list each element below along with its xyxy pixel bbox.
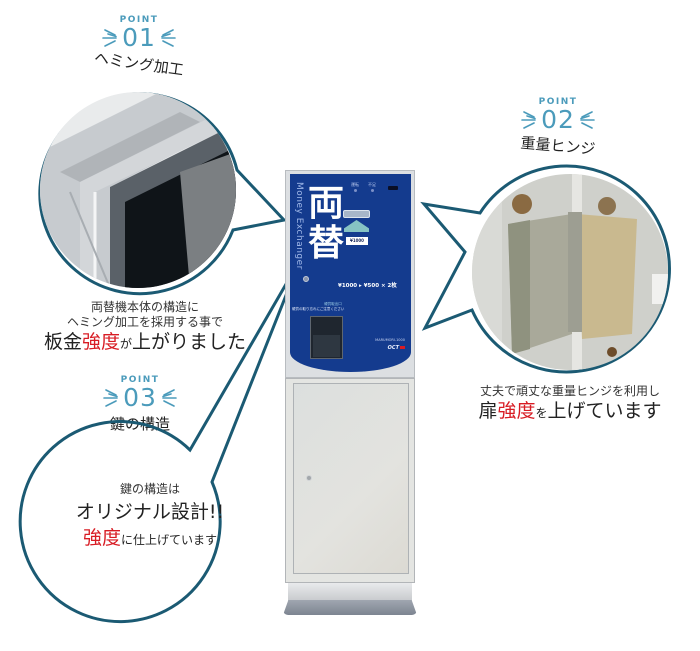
bill-insert-slot[interactable] bbox=[343, 210, 370, 218]
point-title: 重量ヒンジ bbox=[519, 133, 597, 159]
caption-headline: 扉強度を上げています bbox=[460, 399, 680, 425]
model-number: MARUMORI-1000 bbox=[375, 338, 405, 342]
coin-slot bbox=[388, 186, 398, 190]
led-indicator-shortage: 不足 bbox=[365, 182, 379, 192]
caption-highlight: 強度 bbox=[497, 400, 536, 422]
upper-cabinet: Money Exchanger 両 替 運転 不足 ¥1000 ¥1000 ▸ … bbox=[285, 170, 415, 378]
rays-left-icon bbox=[521, 111, 536, 129]
bubble-highlight: 強度 bbox=[82, 527, 121, 549]
coin-outlet-tray[interactable] bbox=[310, 316, 343, 359]
kanji-bottom: 替 bbox=[308, 223, 345, 264]
caption-particle: を bbox=[535, 406, 548, 420]
point-number: 01 bbox=[122, 23, 156, 52]
point-02-badge: POINT 02 重量ヒンジ bbox=[503, 97, 613, 158]
point-number: 02 bbox=[541, 105, 575, 134]
caption-text: 板金 bbox=[43, 331, 82, 353]
point-01-caption: 両替機本体の構造に ヘミング加工を採用する事で 板金強度が上がりました bbox=[30, 300, 260, 356]
key-lock-icon[interactable] bbox=[303, 276, 309, 282]
caption-highlight: 強度 bbox=[81, 331, 120, 353]
hinge-photo bbox=[472, 174, 668, 370]
point-03-bubble-text: 鍵の構造は オリジナル設計!! 強度に仕上げています bbox=[55, 482, 245, 552]
caption-text: 上げています bbox=[547, 400, 662, 422]
rays-left-icon bbox=[103, 389, 118, 407]
stand-base bbox=[283, 600, 417, 615]
caption-line: 両替機本体の構造に bbox=[90, 300, 199, 314]
stand-plinth bbox=[288, 583, 412, 601]
point-label: POINT bbox=[538, 97, 578, 107]
point-label: POINT bbox=[120, 375, 160, 385]
lower-door[interactable] bbox=[293, 383, 409, 574]
rays-left-icon bbox=[102, 29, 117, 47]
bubble-line: 鍵の構造は bbox=[119, 482, 180, 496]
led-indicator-operating: 運転 bbox=[348, 182, 362, 192]
rays-right-icon bbox=[162, 389, 177, 407]
front-panel: Money Exchanger 両 替 運転 不足 ¥1000 ¥1000 ▸ … bbox=[290, 174, 411, 372]
lower-cabinet bbox=[285, 378, 415, 583]
caption-text: 扉 bbox=[478, 400, 498, 422]
brand-logo: OCT bbox=[388, 345, 405, 351]
machine-kanji-label: 両 替 bbox=[308, 184, 348, 264]
coin-outlet-label: 硬貨取出口 bbox=[324, 302, 342, 306]
kanji-top: 両 bbox=[308, 183, 345, 224]
bubble-outline-02 bbox=[420, 164, 671, 374]
point-02-caption: 丈夫で頑丈な重量ヒンジを利用し 扉強度を上げています bbox=[460, 384, 680, 425]
bubble-strength-line: 強度に仕上げています bbox=[55, 526, 245, 552]
machine-vertical-label: Money Exchanger bbox=[294, 182, 304, 270]
caption-line: 丈夫で頑丈な重量ヒンジを利用し bbox=[479, 384, 660, 398]
point-number: 03 bbox=[123, 383, 157, 412]
coin-outlet-note: 硬貨の取り忘れにご注意ください bbox=[292, 307, 345, 311]
caption-text: 上がりました bbox=[132, 331, 247, 353]
rays-right-icon bbox=[580, 111, 595, 129]
bubble-headline: オリジナル設計!! bbox=[75, 501, 225, 523]
caption-particle: が bbox=[120, 337, 133, 351]
bubble-text: に仕上げています bbox=[121, 533, 218, 547]
door-lock-icon[interactable] bbox=[306, 475, 312, 481]
bill-label: ¥1000 bbox=[346, 237, 368, 245]
point-label: POINT bbox=[119, 15, 159, 25]
exchange-rate-text: ¥1000 ▸ ¥500 × 2枚 bbox=[338, 283, 397, 289]
point-01-badge: POINT 01 ヘミング加工 bbox=[84, 15, 194, 79]
money-exchanger-machine: Money Exchanger 両 替 運転 不足 ¥1000 ¥1000 ▸ … bbox=[283, 170, 417, 615]
rays-right-icon bbox=[161, 29, 176, 47]
bubble-outline-03 bbox=[18, 259, 302, 624]
caption-line: ヘミング加工を採用する事で bbox=[66, 315, 223, 329]
caption-headline: 板金強度が上がりました bbox=[30, 330, 260, 356]
